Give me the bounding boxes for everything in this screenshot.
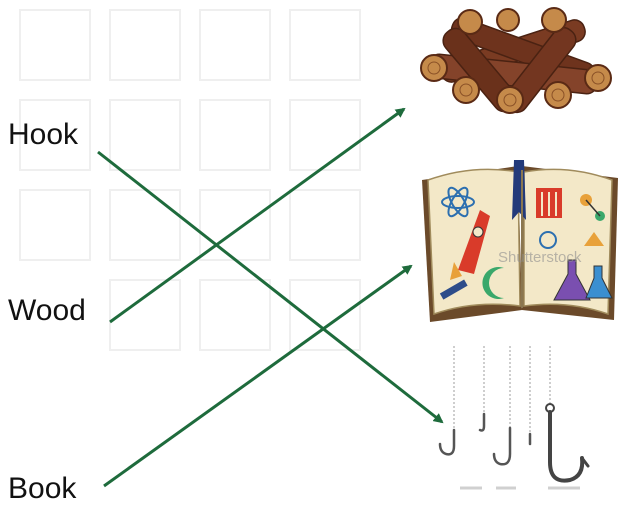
open-science-book-icon: Shutterstock — [422, 160, 618, 322]
word-book: Book — [8, 472, 77, 505]
arrow-hook-to-fishing-hooks — [97, 150, 444, 424]
word-wood: Wood — [8, 294, 86, 327]
word-hook: Hook — [8, 118, 79, 151]
arrow-book-to-science-book — [103, 264, 413, 488]
arrow-wood-to-firewood — [109, 107, 406, 324]
firewood-logs-icon — [420, 7, 612, 114]
fishing-hooks-icon — [438, 346, 590, 490]
svg-text:Shutterstock: Shutterstock — [498, 249, 582, 266]
